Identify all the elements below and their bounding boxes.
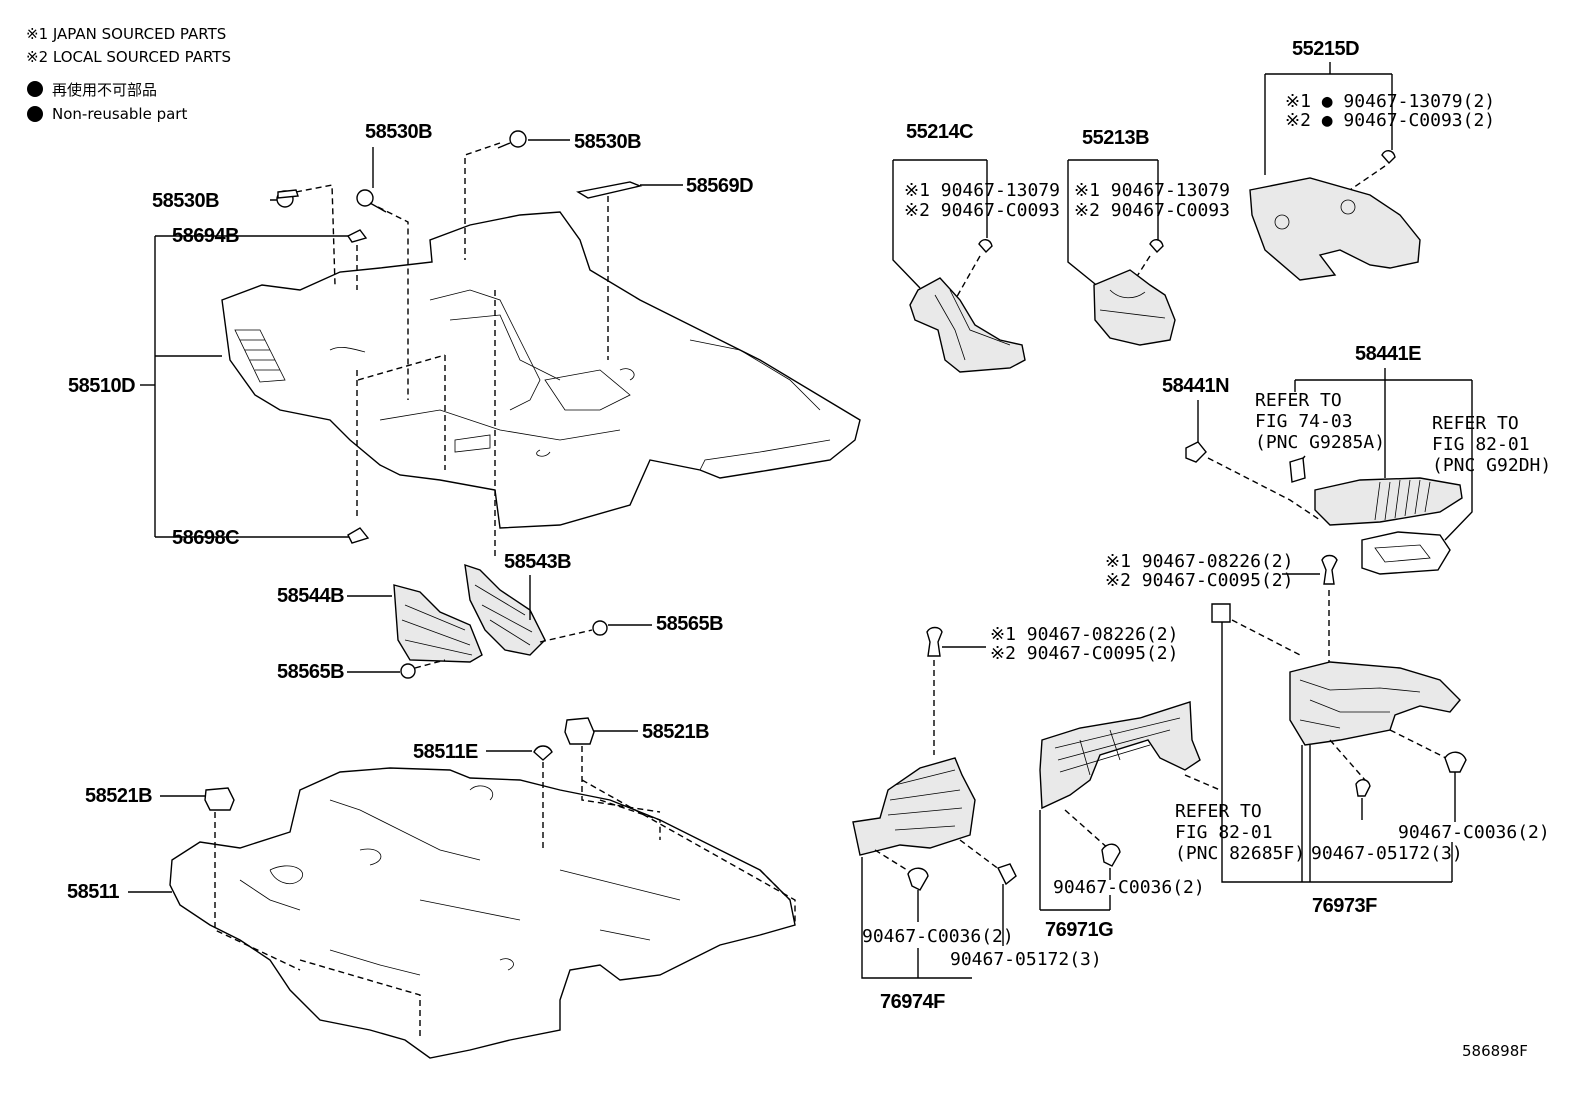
part-label-58441N: 58441N [1162, 375, 1229, 397]
part-label-58510D: 58510D [68, 375, 135, 397]
upper-leaders [140, 142, 609, 560]
refer-pnc-label: (PNC G92DH) [1432, 455, 1551, 476]
part-label-58569D: 58569D [686, 175, 753, 197]
fastener-label: 90467-C0036(2) [862, 926, 1014, 947]
clip-58694B [346, 229, 368, 243]
part-label-58694B: 58694B [172, 225, 239, 247]
callout-55215D-jp: ※1 ● 90467-13079(2) [1285, 91, 1495, 112]
part-label-76973F: 76973F [1312, 895, 1377, 917]
callout-clip-local: ※2 90467-C0095(2) [990, 643, 1178, 664]
non-reusable-dot-icon [27, 106, 43, 122]
part-label-55214C: 55214C [906, 121, 973, 143]
part-label-76971G: 76971G [1045, 919, 1113, 941]
refer-to-label: REFER TO [1432, 413, 1519, 434]
clip-58511E [533, 745, 553, 761]
bracket-58569D [576, 181, 643, 199]
figure-id: 586898F [1462, 1042, 1528, 1060]
heel-pads [393, 563, 608, 679]
callout-55213B-local: ※2 90467-C0093 [1074, 200, 1230, 221]
refer-fig-label: FIG 82-01 [1175, 822, 1273, 843]
callout-55215D-local: ※2 ● 90467-C0093(2) [1285, 110, 1495, 131]
callout-55213B-jp: ※1 90467-13079 [1074, 180, 1230, 201]
callout-clip-jp: ※1 90467-08226(2) [990, 624, 1178, 645]
clip-58565B-right [592, 620, 608, 636]
clip-58530B-mid [356, 189, 374, 207]
clip-58521B-top [564, 717, 595, 745]
callout-55214C-jp: ※1 90467-13079 [904, 180, 1060, 201]
fastener-label: 90467-05172(3) [1311, 843, 1463, 864]
part-label-58544B: 58544B [277, 585, 344, 607]
fastener-label: 90467-C0036(2) [1398, 822, 1550, 843]
cover-55215D: 55215D ※1 ● 90467-13079(2) ※2 ● 90467-C0… [1249, 38, 1495, 281]
part-label-58530B: 58530B [365, 121, 432, 143]
part-label-76974F: 76974F [880, 991, 945, 1013]
clip-58530B-top [509, 130, 527, 148]
callout-55214C-local: ※2 90467-C0093 [904, 200, 1060, 221]
legend-non-reusable-jp: 再使用不可部品 [52, 81, 157, 99]
refer-to-label: REFER TO [1255, 390, 1342, 411]
part-label-58521B: 58521B [85, 785, 152, 807]
part-label-58565B: 58565B [656, 613, 723, 635]
refer-fig-label: FIG 82-01 [1432, 434, 1530, 455]
part-label-55215D: 55215D [1292, 38, 1359, 60]
legend-non-reusable-en: Non-reusable part [52, 105, 187, 123]
floor-carpet-upper [221, 211, 861, 529]
part-label-58698C: 58698C [172, 527, 239, 549]
pad-58543B [464, 563, 546, 656]
trim-76974F: ※1 90467-08226(2) ※2 90467-C0095(2) 9046… [852, 624, 1178, 1013]
refer-fig-label: FIG 74-03 [1255, 411, 1353, 432]
clip-58565B-left [400, 663, 416, 679]
callout-clip-local: ※2 90467-C0095(2) [1105, 570, 1293, 591]
part-label-58521B: 58521B [642, 721, 709, 743]
refer-to-label: REFER TO [1175, 801, 1262, 822]
cover-55214C: 55214C ※1 90467-13079 ※2 90467-C0093 [892, 121, 1060, 373]
part-label-58511E: 58511E [413, 741, 478, 763]
part-label-58565B: 58565B [277, 661, 344, 683]
part-label-55213B: 55213B [1082, 127, 1149, 149]
fastener-label: 90467-05172(3) [950, 949, 1102, 970]
cover-55213B: 55213B ※1 90467-13079 ※2 90467-C0093 [1067, 127, 1230, 346]
clip-58521B-left [204, 787, 235, 811]
part-label-58441E: 58441E [1355, 343, 1421, 365]
clip-58698C [347, 527, 370, 544]
non-reusable-dot-icon [27, 81, 43, 97]
legend: ※1 JAPAN SOURCED PARTS ※2 LOCAL SOURCED … [26, 25, 231, 123]
refer-pnc-label: (PNC 82685F) [1175, 843, 1305, 864]
trim-76973F: ※1 90467-08226(2) ※2 90467-C0095(2) REFE… [1105, 551, 1550, 917]
upper-small-parts [276, 130, 643, 544]
pad-58544B [393, 584, 483, 663]
floor-silencer-lower [169, 717, 796, 1059]
part-label-58543B: 58543B [504, 551, 571, 573]
callout-clip-jp: ※1 90467-08226(2) [1105, 551, 1293, 572]
refer-pnc-label: (PNC G9285A) [1255, 432, 1385, 453]
fastener-label: 90467-C0036(2) [1053, 877, 1205, 898]
legend-local-sourced: ※2 LOCAL SOURCED PARTS [26, 48, 231, 66]
part-label-58511: 58511 [67, 881, 119, 903]
part-label-58530B: 58530B [152, 190, 219, 212]
part-label-58530B: 58530B [574, 131, 641, 153]
scuff-plate-group: 58441N 58441E REFER TO FIG 74-03 (PNC G9… [1162, 343, 1551, 575]
trim-76971G: 90467-C0036(2) 76971G [1039, 701, 1221, 941]
legend-japan-sourced: ※1 JAPAN SOURCED PARTS [26, 25, 226, 43]
